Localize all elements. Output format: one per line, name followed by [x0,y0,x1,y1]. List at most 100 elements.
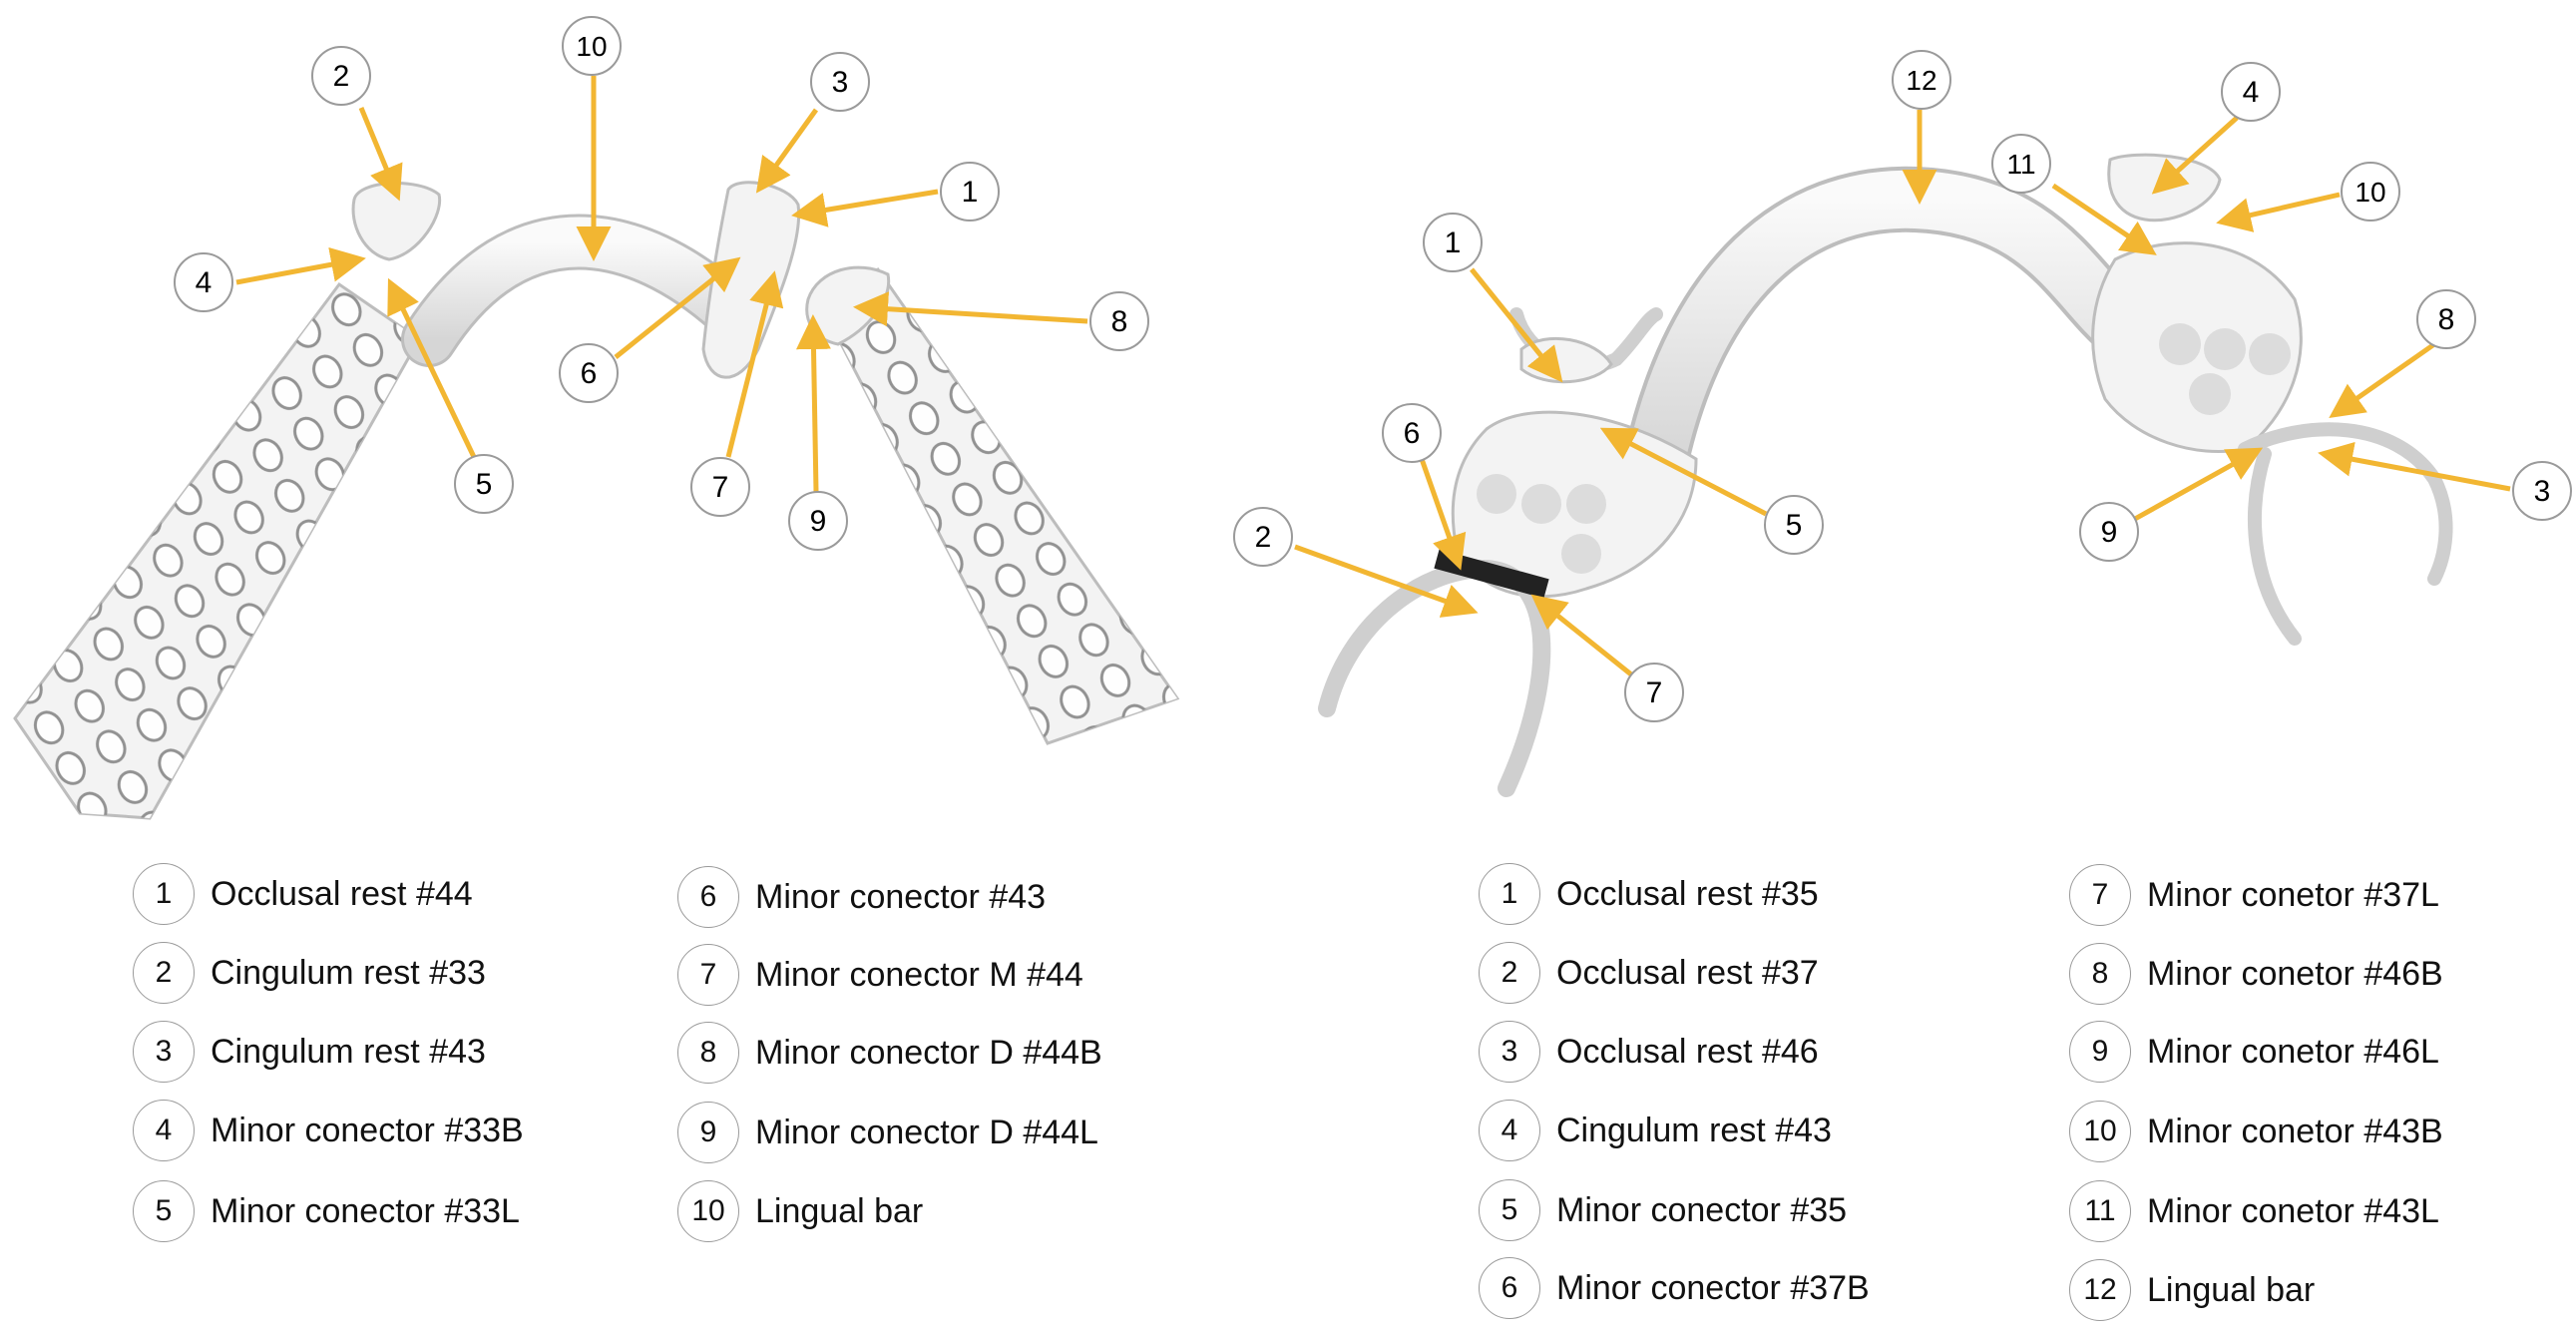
legend-label: Cingulum rest #43 [211,1032,486,1071]
svg-text:2: 2 [333,60,350,93]
legend-label: Minor conector #37B [1556,1268,1870,1307]
right-rest-43 [2107,153,2222,223]
right-callout-1: 1 [1423,213,1563,383]
legend-label: Minor conector D #44B [755,1033,1102,1072]
legend-label: Minor conector #35 [1556,1190,1848,1229]
legend-number: 9 [2069,1021,2131,1083]
legend-number: 7 [2069,864,2131,926]
right-clasp-46 [2238,422,2453,586]
legend-item: 10 Minor conetor #43B [2069,1099,2443,1164]
right-callout-4: 4 [2151,62,2281,195]
legend-label: Lingual bar [755,1191,924,1230]
legend-number: 7 [677,944,739,1006]
legend-number: 10 [677,1180,739,1242]
legend-label: Occlusal rest #44 [211,874,473,913]
svg-text:3: 3 [832,66,849,99]
svg-text:10: 10 [576,31,607,62]
legend-item: 10 Lingual bar [677,1178,923,1244]
left-callout-7: 7 [690,270,784,517]
legend-item: 9 Minor conector D #44L [677,1100,1098,1165]
left-framework [13,181,1180,820]
legend-label: Cingulum rest #43 [1556,1111,1832,1149]
legend-item: 8 Minor conector D #44B [677,1020,1102,1086]
legend-label: Minor conector #33B [211,1111,524,1149]
right-callout-6: 6 [1382,403,1467,571]
legend-number: 6 [1479,1257,1540,1319]
svg-text:4: 4 [196,266,213,299]
legend-label: Minor conector #43 [755,877,1047,916]
right-callout-7: 7 [1530,594,1684,722]
legend-label: Minor conetor #43L [2147,1191,2439,1230]
legend-item: 1 Occlusal rest #44 [133,861,473,927]
legend-item: 2 Occlusal rest #37 [1479,940,1819,1006]
right-callout-9: 9 [2079,447,2264,562]
legend-label: Minor conetor #43B [2147,1112,2443,1150]
legend-number: 2 [1479,942,1540,1004]
svg-text:1: 1 [962,176,979,209]
svg-text:9: 9 [2101,516,2118,549]
svg-text:1: 1 [1445,226,1462,259]
legend-label: Occlusal rest #46 [1556,1032,1819,1071]
legend-label: Lingual bar [2147,1270,2316,1309]
right-clasp-37 [1318,559,1551,797]
svg-text:5: 5 [476,468,493,501]
left-callout-1: 1 [791,162,1000,227]
svg-text:8: 8 [1111,305,1128,338]
legend-number: 8 [677,1022,739,1084]
legend-item: 7 Minor conetor #37L [2069,862,2439,928]
right-callouts: 1 2 3 4 5 6 7 [1233,50,2572,722]
legend-item: 1 Occlusal rest #35 [1479,861,1819,927]
legend-label: Minor conector D #44L [755,1113,1098,1151]
right-callout-2: 2 [1233,507,1479,618]
right-callout-8: 8 [2329,289,2476,419]
legend-label: Minor conetor #46B [2147,954,2443,993]
svg-text:7: 7 [1646,676,1663,709]
right-callout-12: 12 [1892,50,1951,205]
legend-number: 8 [2069,943,2131,1005]
legend-number: 11 [2069,1180,2131,1242]
legend-number: 6 [677,866,739,928]
legend-label: Minor conetor #37L [2147,875,2439,914]
svg-text:12: 12 [1906,65,1936,96]
left-callout-3: 3 [755,52,870,194]
legend-number: 3 [133,1021,195,1083]
left-callout-10: 10 [562,16,622,261]
legend-item: 5 Minor conector #35 [1479,1177,1847,1243]
left-callout-2: 2 [311,46,403,202]
legend-item: 8 Minor conetor #46B [2069,941,2443,1007]
right-callout-5: 5 [1599,427,1824,555]
legend-item: 7 Minor conector M #44 [677,942,1083,1008]
legend-number: 1 [1479,863,1540,925]
legend-item: 12 Lingual bar [2069,1257,2315,1323]
right-callout-11: 11 [1991,134,2157,255]
svg-text:10: 10 [2355,177,2385,208]
legend-number: 5 [1479,1179,1540,1241]
legend-item: 5 Minor conector #33L [133,1178,520,1244]
svg-text:7: 7 [712,471,729,504]
legend-label: Minor conector #33L [211,1191,520,1230]
legend-number: 1 [133,863,195,925]
framework-illustration: 1 2 3 4 5 6 7 [13,16,2572,820]
legend-item: 6 Minor conector #43 [677,864,1046,930]
svg-text:6: 6 [581,357,598,390]
legend-number: 4 [1479,1100,1540,1161]
svg-text:4: 4 [2243,76,2260,109]
legend-label: Cingulum rest #33 [211,953,486,992]
legend-item: 3 Occlusal rest #46 [1479,1019,1819,1085]
left-callout-5: 5 [387,277,514,514]
legend-number: 2 [133,942,195,1004]
legend-label: Occlusal rest #37 [1556,953,1819,992]
svg-text:6: 6 [1404,417,1421,450]
legend-label: Occlusal rest #35 [1556,874,1819,913]
legend-number: 3 [1479,1021,1540,1083]
legend-number: 10 [2069,1101,2131,1162]
legend-item: 11 Minor conetor #43L [2069,1178,2439,1244]
legend-item: 3 Cingulum rest #43 [133,1019,486,1085]
right-callout-3: 3 [2318,441,2572,521]
right-callout-10: 10 [2216,162,2400,232]
left-rest-43 [701,181,801,379]
left-callout-4: 4 [174,246,366,312]
legend-item: 6 Minor conector #37B [1479,1255,1870,1321]
svg-text:5: 5 [1786,509,1803,542]
svg-text:8: 8 [2438,303,2455,336]
